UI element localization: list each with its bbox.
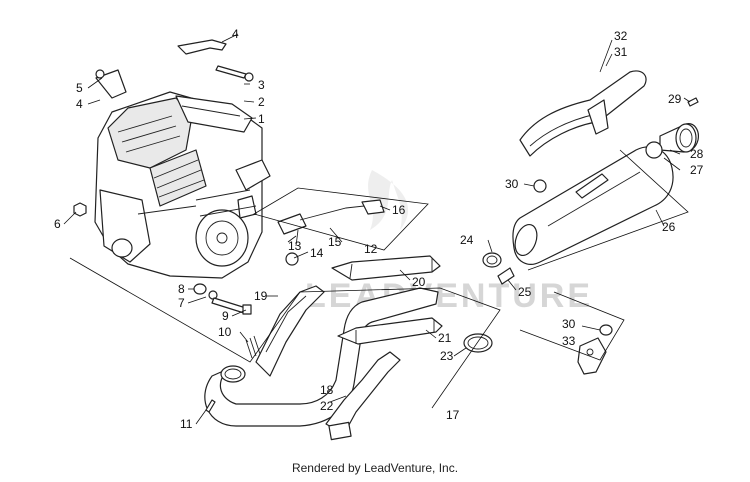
callout-32: 32 [614,29,628,43]
callout-24: 24 [460,233,474,247]
heat-shield-21 [337,317,443,345]
left-mount-bracket [95,69,127,99]
head-pipe [204,287,439,427]
spacer-8 [193,283,207,295]
watermark-flame-icon [368,170,409,230]
callout-33: 33 [562,334,576,348]
sensor-bracket [277,199,385,266]
group-outline-12 [252,187,429,251]
engine-bracket [177,39,227,55]
callout-14: 14 [310,246,324,260]
footer-credit: Rendered by LeadVenture, Inc. [291,461,459,475]
callout-20: 20 [412,275,426,289]
callout-8: 8 [178,282,185,296]
muffler-heat-shield [519,70,647,157]
grommet-30-upper [533,179,547,193]
grommet-30-lower [599,324,613,336]
callout-30-lower: 30 [562,317,576,331]
nut-6 [73,202,87,217]
heat-shield-19 [255,285,325,377]
callout-12: 12 [364,242,378,256]
callout-10: 10 [218,325,232,339]
callout-21: 21 [438,331,452,345]
engine-mount-bolt [215,65,254,82]
group-outline-30 [519,291,625,361]
bolt-11 [205,399,216,413]
callout-4-top: 4 [232,27,239,41]
callout-28: 28 [690,147,704,161]
callout-25: 25 [518,285,532,299]
callout-5: 5 [76,81,83,95]
callout-22: 22 [320,399,334,413]
gasket-25 [497,267,515,285]
callout-26: 26 [662,220,676,234]
callout-30-upper: 30 [505,177,519,191]
bolt-9 [211,297,252,315]
heat-shield-20 [331,255,441,281]
callout-18: 18 [320,383,334,397]
screw-29 [687,97,699,107]
callout-9: 9 [222,309,229,323]
mid-pipe [325,351,401,441]
engine-assembly [94,91,271,279]
callout-31: 31 [614,45,628,59]
callout-15: 15 [328,235,342,249]
callout-27: 27 [690,163,704,177]
watermark-text: LEADVENTURE [305,277,593,315]
callout-labels: 1 2 3 4 4 5 6 7 8 9 10 11 12 13 14 15 16… [54,27,704,431]
callout-11: 11 [180,417,193,431]
leader-lines [63,33,691,425]
callout-17: 17 [446,408,460,422]
callout-2: 2 [258,95,265,109]
callout-1: 1 [258,112,265,126]
callout-7: 7 [178,296,185,310]
bracket-33 [577,337,607,375]
callout-13: 13 [288,239,302,253]
group-outline-26 [527,149,689,271]
muffler-26 [512,146,674,265]
callout-23: 23 [440,349,454,363]
clamp-23 [463,333,493,353]
callout-29: 29 [668,92,682,106]
callout-6: 6 [54,217,61,231]
spark-arrestor [645,123,699,159]
callout-3: 3 [258,78,265,92]
spring-24 [482,252,502,268]
washer-7 [208,290,218,300]
callout-4-left: 4 [76,97,83,111]
callout-19: 19 [254,289,268,303]
callout-16: 16 [392,203,406,217]
group-outline-17 [69,257,501,409]
gasket-10 [245,335,261,359]
